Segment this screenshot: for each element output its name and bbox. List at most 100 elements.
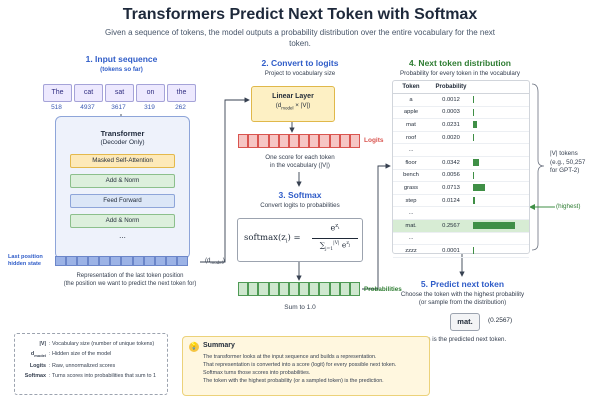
distribution-subheading: Probability for every token in the vocab… (399, 70, 521, 77)
vocab-token: ... (408, 235, 414, 242)
linear-dim: (dmodel × |V|) (275, 102, 311, 111)
legend-text: : Hidden size of the model (49, 351, 112, 357)
col-token: Token (402, 84, 420, 90)
summary-title: Summary (203, 342, 235, 349)
input-subheading: (tokens so far) (100, 66, 143, 73)
legend-key: Softmax (24, 373, 46, 380)
prob-bar-track (473, 147, 515, 154)
vocab-row: bench 0.0056 (393, 170, 529, 183)
vocab-token: floor (405, 159, 417, 166)
prob-bar-track (473, 210, 515, 217)
vocab-row: ... (393, 233, 529, 246)
vocab-prob: 0.0713 (442, 184, 460, 191)
vocab-prob: 0.0231 (442, 121, 460, 128)
input-token: cat (74, 84, 103, 102)
vocab-prob: 0.0001 (442, 247, 460, 254)
vocab-token: ... (408, 147, 414, 154)
vocab-token: a (409, 96, 413, 103)
vocab-row: ... (393, 144, 529, 157)
linear-title: Linear Layer (272, 93, 314, 100)
dmodel-label: (dmodel) (205, 257, 225, 266)
vocab-prob: 0.0056 (442, 172, 460, 179)
vocab-token: bench (403, 172, 419, 179)
hidden-state-label: Last position hidden state (8, 254, 43, 267)
vocab-prob: 0.0020 (442, 134, 460, 141)
linear-layer: Linear Layer (dmodel × |V|) (251, 86, 335, 122)
prob-bar-track (473, 247, 515, 255)
probabilities-vector (238, 282, 361, 296)
prob-bar (473, 197, 475, 205)
highest-label: (highest) (556, 203, 581, 210)
transformer-decoder: Transformer (Decoder Only) Masked Self-A… (55, 116, 190, 259)
prob-bar-track (473, 96, 515, 104)
prob-bar-track (473, 108, 515, 116)
decoder-layer: Add & Norm (70, 174, 175, 188)
input-token: on (136, 84, 165, 102)
legend-text: : Turns scores into probabilities that s… (49, 373, 156, 380)
token-id: 262 (175, 104, 186, 111)
page-subtitle: Given a sequence of tokens, the model ou… (104, 28, 495, 48)
logits-caption: One score for each token in the vocabula… (265, 154, 335, 169)
softmax-heading: 3. Softmax (278, 190, 322, 200)
legend-key: Logits (29, 363, 46, 370)
decoder-layer: Add & Norm (70, 214, 175, 228)
formula-denominator: ∑j=1|V| ezj (319, 240, 351, 252)
input-token: the (167, 84, 196, 102)
hidden-state-vector (55, 256, 188, 266)
formula-fraction-bar (312, 238, 358, 239)
prob-bar-track (473, 184, 515, 192)
prob-bar (473, 184, 485, 192)
vocab-token: grass (403, 184, 419, 191)
predict-caption: This is the predicted next token. (418, 336, 507, 343)
prob-bar-track (473, 159, 515, 167)
input-token: The (43, 84, 72, 102)
legend-box: |V|: Vocabulary size (number of unique t… (14, 333, 168, 395)
vocab-row: mat.0.2567 (393, 219, 529, 233)
vocab-prob: 0.0012 (442, 96, 460, 103)
logits-heading: 2. Convert to logits (261, 58, 339, 68)
vocab-prob: 0.0342 (442, 159, 460, 166)
prob-bar (473, 222, 515, 230)
page-title: Transformers Predict Next Token with Sof… (122, 6, 478, 23)
prob-bar (473, 159, 479, 167)
arrow-probs-to-distribution (362, 163, 391, 290)
legend-text: : Vocabulary size (number of unique toke… (49, 341, 155, 347)
legend-item: |V|: Vocabulary size (number of unique t… (18, 339, 164, 349)
vocab-token: roof (406, 134, 416, 141)
prob-bar (473, 247, 474, 255)
vocab-token: mat (406, 121, 416, 128)
decoder-layer: Feed Forward (70, 194, 175, 208)
vocab-row: mat 0.0231 (393, 119, 529, 132)
summary-line: That representation is converted into a … (203, 362, 397, 368)
token-id: 518 (51, 104, 62, 111)
prob-bar-track (473, 222, 515, 230)
vocab-row: grass 0.0713 (393, 182, 529, 195)
formula-lhs: softmax(zi) = (244, 233, 301, 245)
vocab-row: ... (393, 207, 529, 220)
distribution-heading: 4. Next token distribution (408, 58, 511, 68)
prob-bar-track (473, 235, 515, 242)
softmax-subheading: Convert logits to probabilities (260, 202, 340, 209)
prob-bar (473, 96, 474, 104)
softmax-formula: softmax(zi) = ezi ∑j=1|V| ezj (237, 218, 363, 262)
probabilities-label: Probabilities (364, 286, 402, 293)
summary-line: Softmax turns those scores into probabil… (203, 370, 311, 376)
predicted-prob: (0.2567) (488, 317, 513, 324)
input-heading: 1. Input sequence (85, 54, 158, 64)
vocab-token: apple (403, 109, 419, 116)
vocab-brace (531, 83, 545, 251)
vocab-token: step (405, 197, 417, 204)
prob-bar (473, 134, 474, 142)
prob-bar (473, 108, 474, 116)
token-id: 3617 (111, 104, 126, 111)
vocab-row: floor 0.0342 (393, 157, 529, 170)
predict-heading: 5. Predict next token (420, 279, 505, 289)
legend-rows: |V|: Vocabulary size (number of unique t… (15, 334, 167, 386)
col-probability: Probability (435, 84, 467, 90)
